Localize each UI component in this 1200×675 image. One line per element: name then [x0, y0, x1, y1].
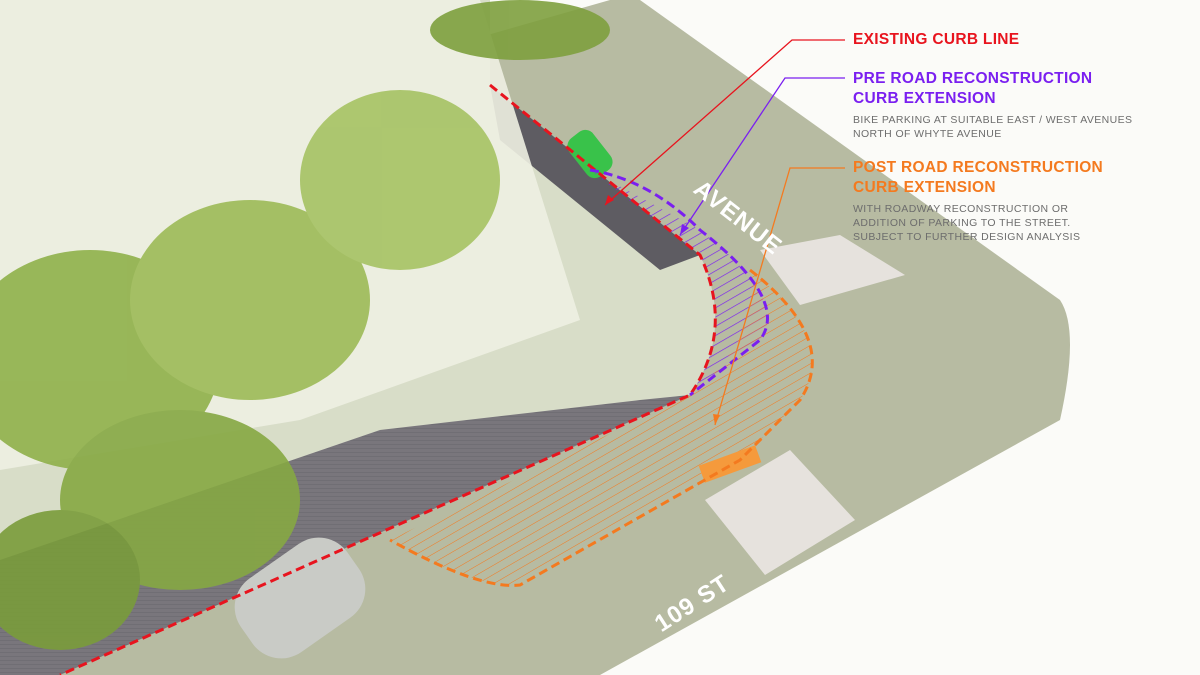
- trees: [0, 0, 610, 650]
- pre-curb-extension-line: [589, 168, 769, 397]
- leader-post: [714, 167, 845, 426]
- legend-title: EXISTING CURB LINE: [853, 31, 1020, 48]
- crosswalk-avenue: [760, 235, 905, 305]
- legend-title: POST ROAD RECONSTRUCTION: [853, 159, 1104, 176]
- desc-line: NORTH OF WHYTE AVENUE: [853, 128, 1002, 140]
- leader-pre: [679, 77, 845, 236]
- existing-curb-line: [59, 83, 717, 675]
- legend-existing-curb: EXISTING CURB LINE: [853, 30, 1019, 50]
- legend-title: CURB EXTENSION: [853, 179, 996, 196]
- leader-pre-arrowhead: [680, 224, 689, 235]
- leader-existing-arrowhead: [605, 195, 614, 205]
- legend-desc: WITH ROADWAY RECONSTRUCTION OR ADDITION …: [853, 202, 1103, 244]
- desc-line: WITH ROADWAY RECONSTRUCTION OR: [853, 203, 1069, 215]
- legend-pre-extension: PRE ROAD RECONSTRUCTION CURB EXTENSION B…: [853, 69, 1132, 141]
- post-extension-area: [390, 270, 813, 586]
- legend-title: CURB EXTENSION: [853, 90, 996, 107]
- desc-line: ADDITION OF PARKING TO THE STREET.: [853, 217, 1071, 229]
- leader-post-arrowhead: [713, 414, 720, 425]
- silver-car: [234, 537, 366, 659]
- pre-extension-area: [590, 170, 768, 395]
- green-car: [567, 129, 613, 179]
- legend-post-extension: POST ROAD RECONSTRUCTION CURB EXTENSION …: [853, 158, 1103, 244]
- leader-existing: [604, 39, 845, 206]
- brick-paving: [0, 395, 690, 675]
- post-curb-extension-line: [389, 268, 814, 587]
- legend-desc: BIKE PARKING AT SUITABLE EAST / WEST AVE…: [853, 113, 1132, 141]
- crosswalk-109st: [705, 450, 855, 575]
- desc-line: BIKE PARKING AT SUITABLE EAST / WEST AVE…: [853, 114, 1133, 126]
- desc-line: SUBJECT TO FURTHER DESIGN ANALYSIS: [853, 231, 1081, 243]
- legend-title: PRE ROAD RECONSTRUCTION: [853, 70, 1093, 87]
